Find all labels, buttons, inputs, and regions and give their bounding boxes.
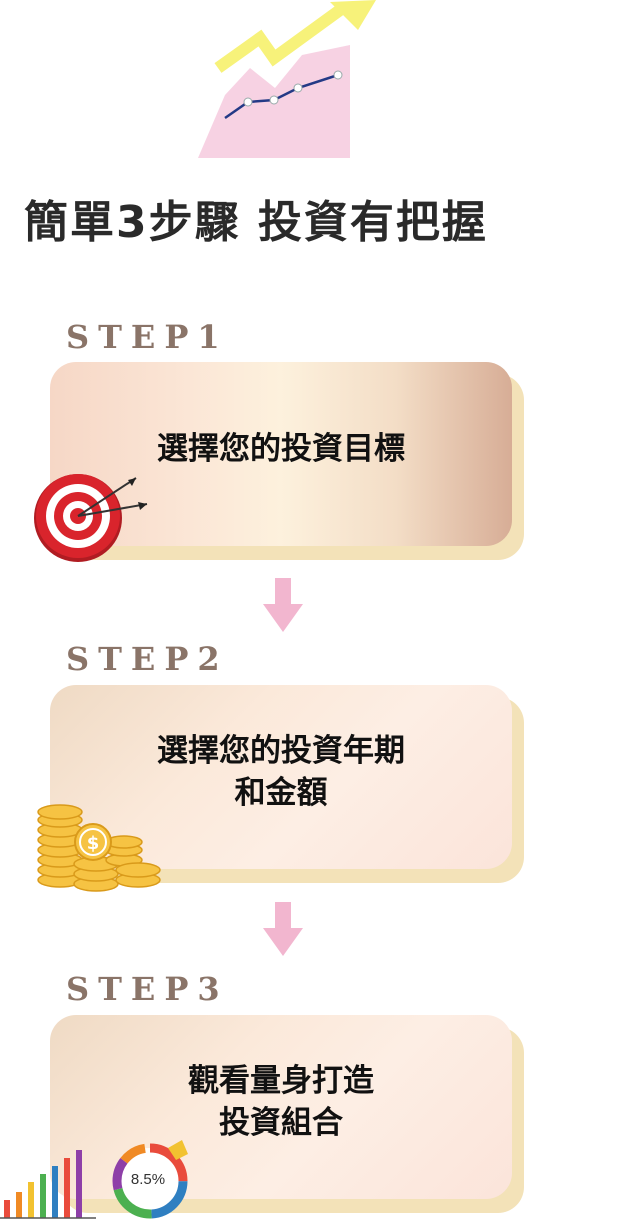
step1-line-1: 選擇您的投資目標: [157, 431, 405, 467]
target-icon: [34, 474, 148, 562]
bar-chart-icon: [0, 1150, 96, 1219]
step3-line-1: 觀看量身打造: [188, 1063, 374, 1099]
step2-line-1: 選擇您的投資年期: [157, 733, 405, 769]
step3-line-2: 投資組合: [219, 1105, 343, 1141]
down-arrow-icon: [263, 578, 303, 632]
step1-label: STEP1: [66, 318, 229, 356]
step2-line-2: 和金額: [234, 775, 328, 811]
step1-card: 選擇您的投資目標: [50, 362, 512, 546]
svg-text:$: $: [87, 833, 100, 854]
donut-chart-icon: [112, 1140, 188, 1219]
down-arrow-icon: [263, 902, 303, 956]
step3-text: 觀看量身打造 投資組合: [188, 1060, 374, 1144]
step2-label: STEP2: [66, 640, 229, 678]
step1-text: 選擇您的投資目標: [157, 428, 405, 470]
coins-icon: $: [37, 804, 161, 892]
step2-text: 選擇您的投資年期 和金額: [157, 730, 405, 814]
page-title: 簡單3步驟 投資有把握: [24, 197, 488, 248]
growth-chart-illustration: [198, 0, 376, 158]
step3-label: STEP3: [66, 970, 229, 1008]
donut-value: 8.5%: [130, 1171, 166, 1188]
